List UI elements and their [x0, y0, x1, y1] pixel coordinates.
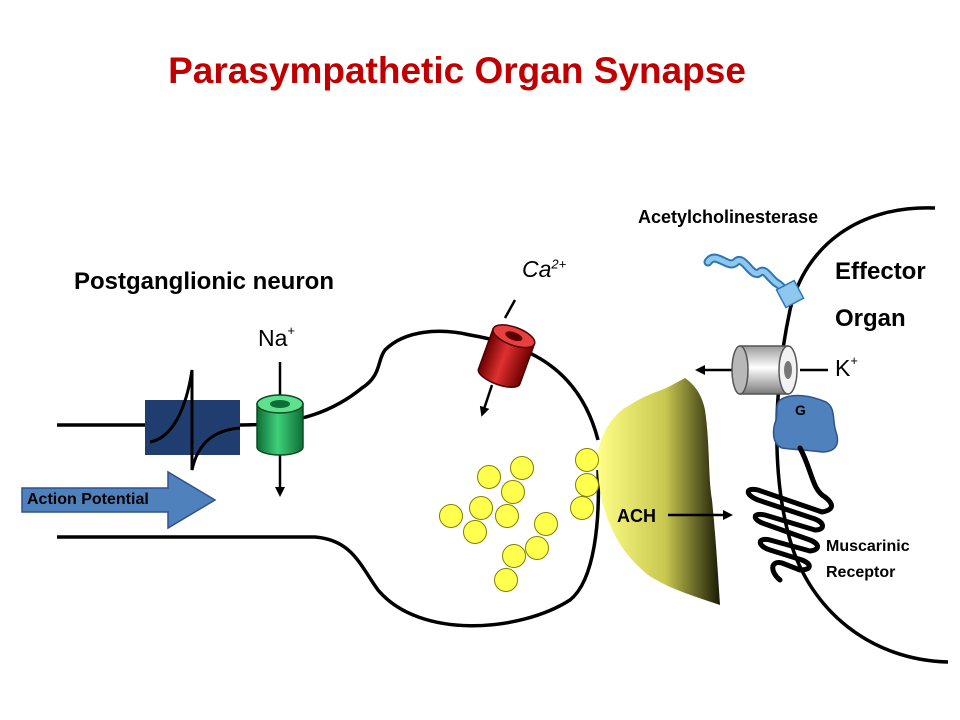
- vesicle: [534, 512, 558, 536]
- vesicle: [575, 448, 599, 472]
- potassium-ion-label: K+: [835, 353, 858, 382]
- sodium-charge: +: [287, 323, 295, 339]
- vesicle: [463, 520, 487, 544]
- action-potential-label: Action Potential: [27, 491, 149, 508]
- ach-label: ACH: [617, 506, 656, 526]
- potassium-charge: +: [850, 353, 858, 369]
- muscarinic-receptor-label-line2: Receptor: [826, 564, 896, 581]
- vesicle: [494, 568, 518, 592]
- potassium-channel-icon: [695, 345, 828, 395]
- vesicle: [495, 504, 519, 528]
- action-potential-arrow: [21, 470, 217, 530]
- sodium-ion-label: Na+: [258, 323, 295, 352]
- muscarinic-receptor-icon: [745, 445, 834, 583]
- calcium-charge: 2+: [551, 256, 567, 272]
- vesicle: [502, 544, 526, 568]
- action-potential-trace: [149, 369, 241, 471]
- g-protein-icon: [772, 394, 839, 453]
- potassium-symbol: K: [835, 355, 851, 381]
- vesicle: [477, 465, 501, 489]
- vesicle: [501, 480, 525, 504]
- page-title: Parasympathetic Organ Synapse: [168, 50, 746, 91]
- vesicle: [510, 456, 534, 480]
- sodium-symbol: Na: [258, 325, 288, 351]
- calcium-symbol: Ca: [522, 256, 552, 282]
- vesicle: [525, 536, 549, 560]
- vesicle: [575, 473, 599, 497]
- effector-organ-label-line2: Organ: [835, 305, 906, 332]
- postganglionic-neuron-label: Postganglionic neuron: [74, 268, 335, 295]
- axon-membrane-top: [57, 329, 600, 441]
- g-protein-label: G: [795, 402, 806, 418]
- sodium-channel-icon: [256, 362, 304, 497]
- effector-organ-label-line1: Effector: [835, 258, 926, 285]
- vesicle: [439, 504, 463, 528]
- acetylcholinesterase-icon: [703, 253, 805, 309]
- calcium-channel-icon: [477, 299, 536, 417]
- acetylcholinesterase-label: Acetylcholinesterase: [638, 207, 819, 227]
- vesicle: [570, 496, 594, 520]
- calcium-ion-label: Ca2+: [522, 256, 566, 283]
- vesicle: [469, 496, 493, 520]
- axon-membrane-bottom: [57, 469, 601, 628]
- ach-vesicles: [439, 448, 599, 592]
- ach-cloud: [597, 378, 720, 605]
- muscarinic-receptor-label-line1: Muscarinic: [826, 538, 910, 555]
